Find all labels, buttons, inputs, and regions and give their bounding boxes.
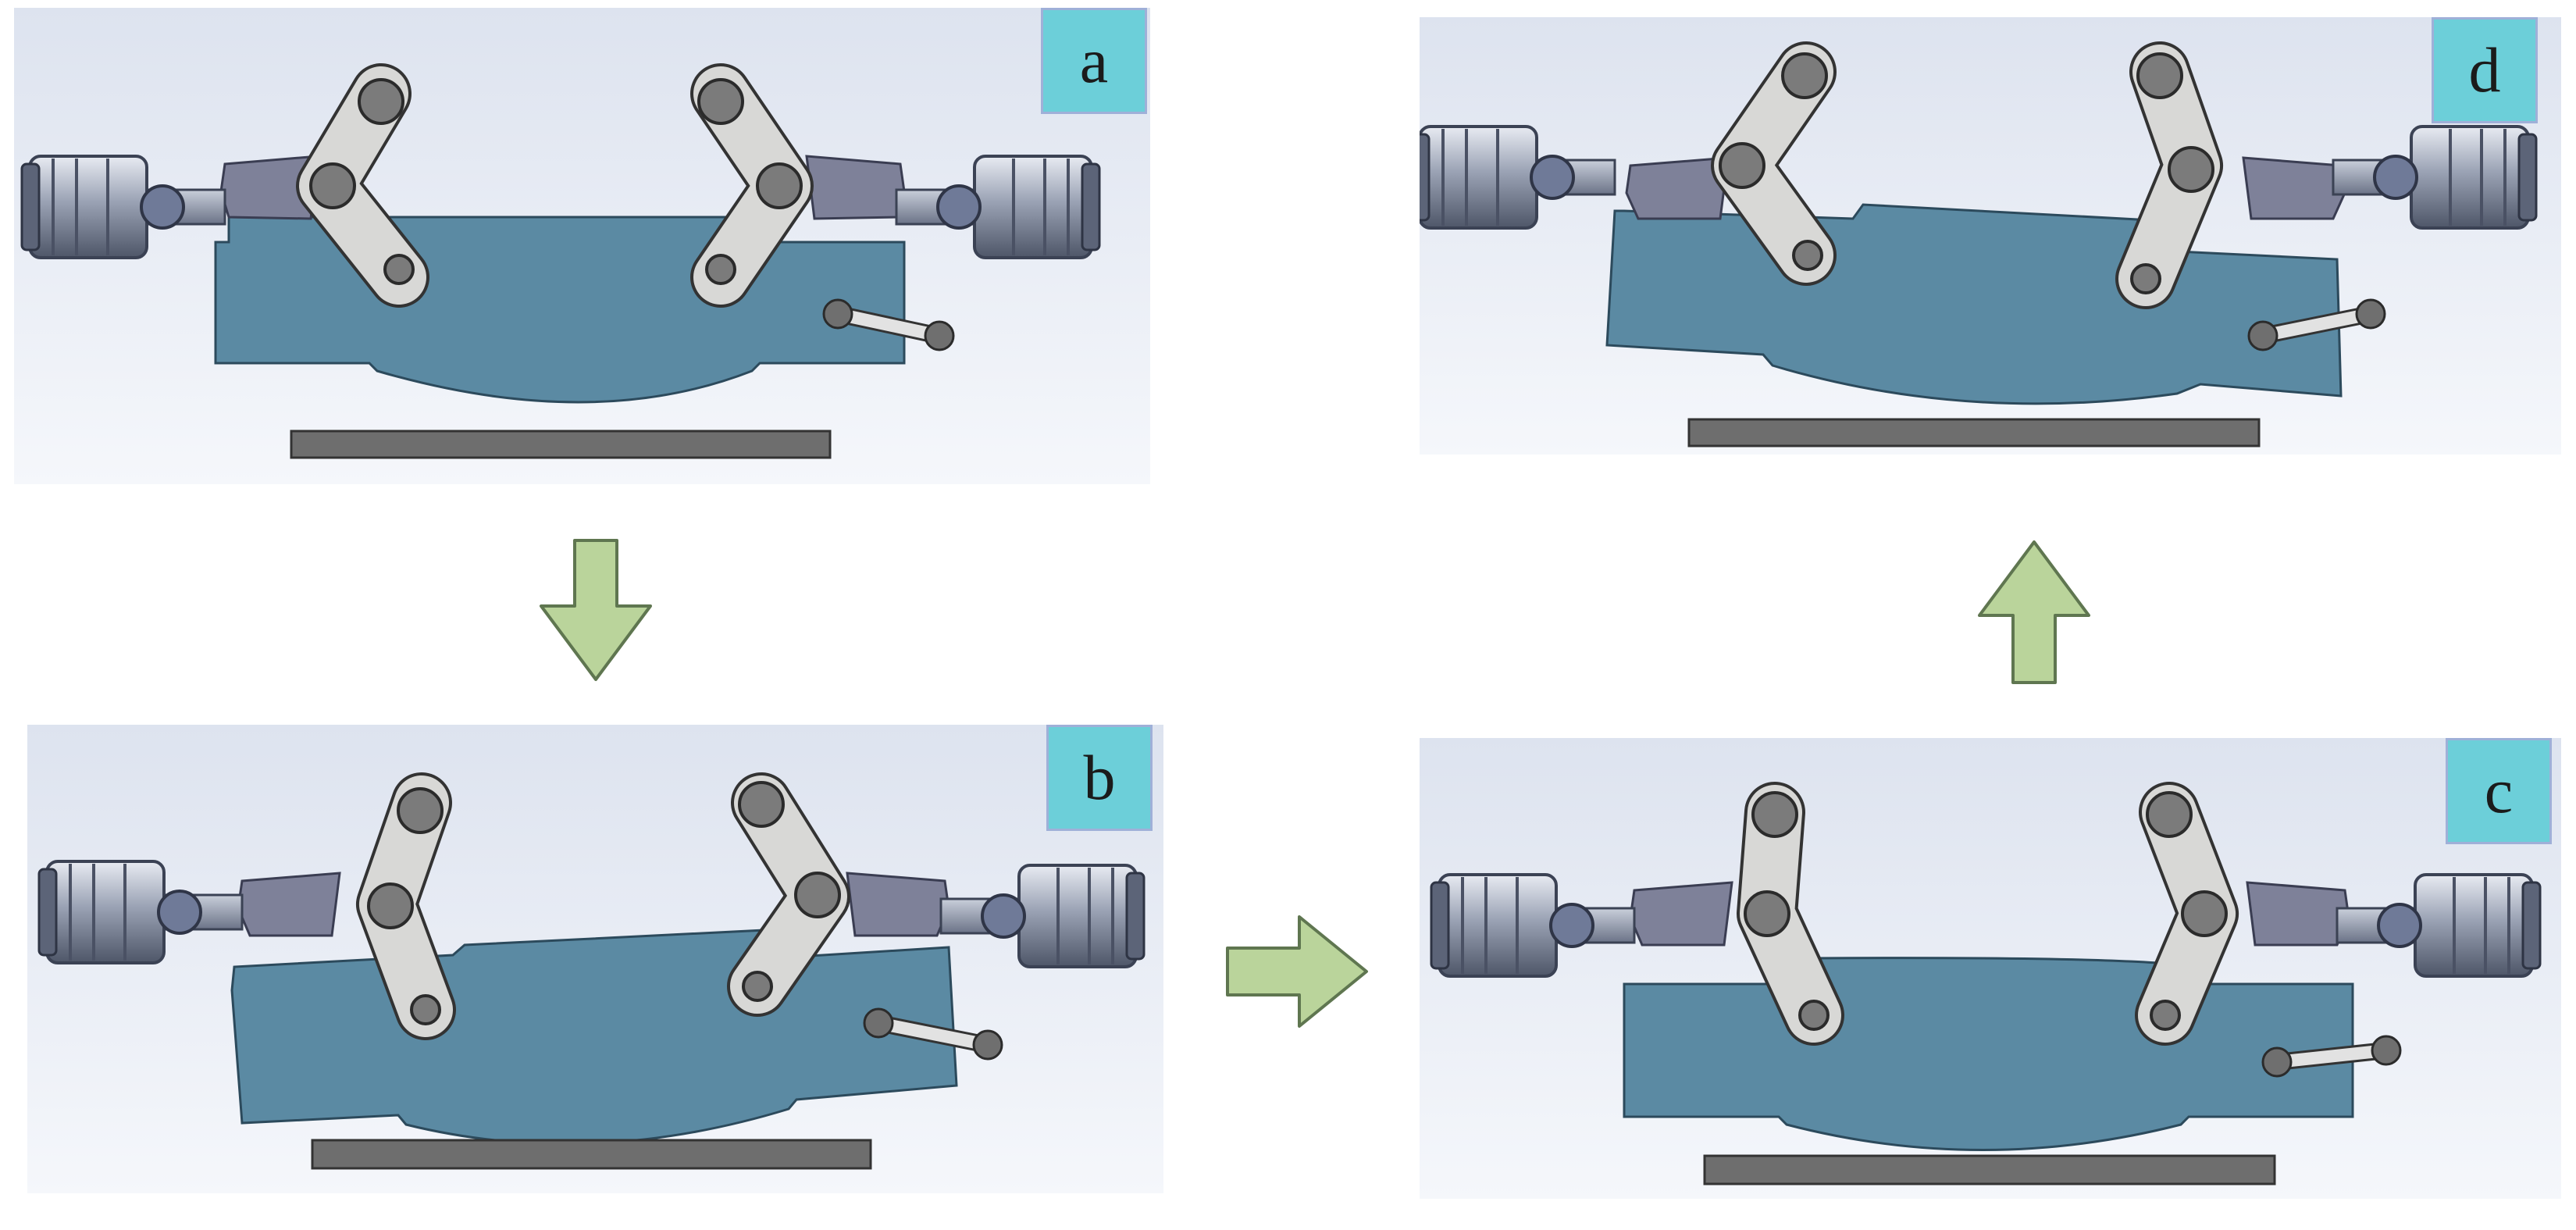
panel-label-c: c	[2446, 738, 2552, 844]
left-arm	[296, 63, 429, 308]
platen	[1703, 1154, 2276, 1185]
arrow-down-icon	[537, 537, 654, 684]
mechanism-diagram-c	[1420, 738, 2561, 1199]
panel-a: a	[14, 8, 1150, 484]
panel-b: b	[27, 725, 1163, 1193]
platen	[290, 430, 832, 459]
right-arm	[690, 63, 814, 308]
right-arm	[2135, 782, 2239, 1046]
mechanism-diagram-a	[14, 8, 1150, 484]
right-bracket	[2242, 156, 2346, 220]
small-lever	[2247, 298, 2386, 351]
mechanism-diagram-b	[27, 725, 1163, 1193]
platen	[1687, 418, 2261, 447]
small-lever	[822, 298, 955, 351]
left-bracket	[219, 155, 320, 220]
arrow-right-icon	[1224, 914, 1371, 1029]
left-bracket	[1629, 881, 1733, 947]
arrow-up-icon	[1976, 539, 2093, 686]
platen	[311, 1139, 872, 1170]
right-arm	[2115, 41, 2223, 309]
panel-label-b: b	[1046, 725, 1153, 831]
left-arm	[1711, 41, 1837, 286]
small-lever	[2261, 1035, 2402, 1078]
panel-label-d: d	[2432, 17, 2538, 123]
left-arm	[356, 772, 456, 1040]
small-lever	[863, 1007, 1003, 1061]
left-arm	[1737, 782, 1844, 1046]
right-bracket	[2246, 881, 2350, 947]
panel-c: c	[1420, 738, 2561, 1199]
right-bracket	[805, 155, 906, 220]
mechanism-diagram-d	[1420, 17, 2561, 455]
panel-d: d	[1420, 17, 2561, 455]
right-arm	[727, 772, 850, 1017]
left-bracket	[237, 872, 341, 937]
panel-label-a: a	[1041, 8, 1147, 114]
right-bracket	[846, 872, 950, 937]
